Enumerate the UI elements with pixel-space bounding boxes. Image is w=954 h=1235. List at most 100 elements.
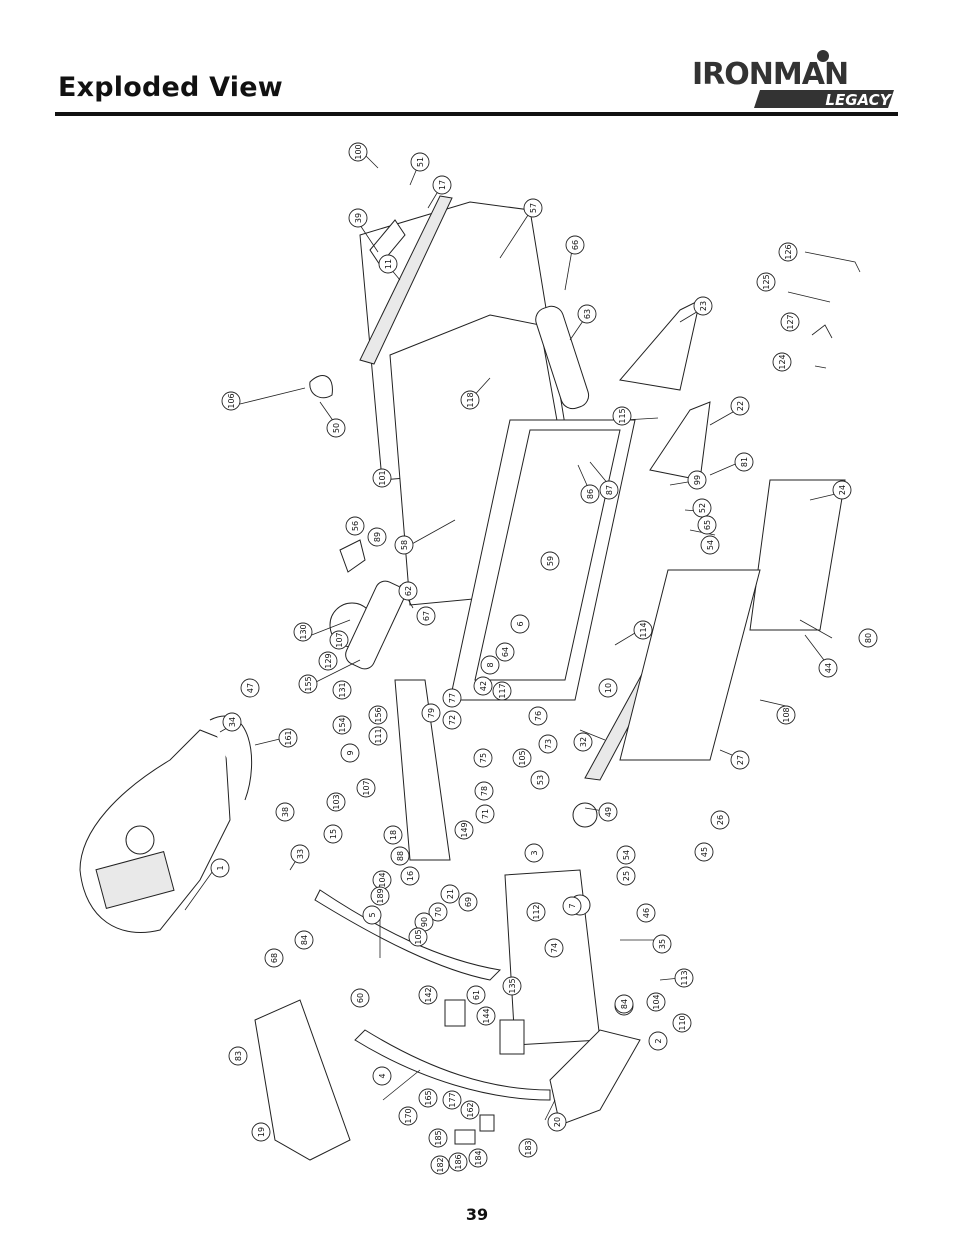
svg-text:3: 3 <box>530 850 539 855</box>
callout: 46 <box>636 903 656 923</box>
svg-text:117: 117 <box>498 683 507 698</box>
svg-text:46: 46 <box>642 908 651 918</box>
callout: 7 <box>562 896 582 916</box>
svg-text:79: 79 <box>427 708 436 718</box>
callout: 26 <box>710 810 730 830</box>
svg-text:56: 56 <box>351 521 360 531</box>
svg-text:57: 57 <box>529 203 538 213</box>
svg-text:71: 71 <box>481 809 490 819</box>
callout: 149 <box>454 820 474 840</box>
callout: 106 <box>221 391 241 411</box>
svg-text:70: 70 <box>434 907 443 917</box>
callout: 72 <box>442 710 462 730</box>
callout: 10 <box>598 678 618 698</box>
svg-text:99: 99 <box>693 475 702 485</box>
callout: 79 <box>421 703 441 723</box>
callout: 61 <box>466 985 486 1005</box>
page-title: Exploded View <box>58 72 283 103</box>
callout: 170 <box>398 1106 418 1126</box>
callout: 51 <box>410 152 430 172</box>
svg-text:47: 47 <box>246 683 255 693</box>
callout: 25 <box>616 866 636 886</box>
svg-text:17: 17 <box>438 180 447 190</box>
callout: 19 <box>251 1122 271 1142</box>
callout: 6 <box>510 614 530 634</box>
callout: 185 <box>428 1128 448 1148</box>
callout: 186 <box>448 1152 468 1172</box>
svg-text:5: 5 <box>368 912 377 917</box>
svg-text:67: 67 <box>422 611 431 621</box>
svg-text:170: 170 <box>404 1108 413 1123</box>
svg-text:112: 112 <box>532 904 541 919</box>
callout: 67 <box>416 606 436 626</box>
svg-text:59: 59 <box>546 556 555 566</box>
svg-text:156: 156 <box>374 707 383 722</box>
exploded-view-diagram: 100 51 17 57 39 11 66 63 23 106 50 118 1… <box>79 142 878 1175</box>
svg-text:66: 66 <box>571 240 580 250</box>
callout: 135 <box>502 976 522 996</box>
svg-text:111: 111 <box>374 728 383 743</box>
svg-text:68: 68 <box>270 953 279 963</box>
callout: 103 <box>326 792 346 812</box>
svg-text:2: 2 <box>654 1038 663 1043</box>
svg-text:144: 144 <box>482 1008 491 1023</box>
callout: 56 <box>345 516 365 536</box>
callout: 89 <box>367 527 387 547</box>
callout: 68 <box>264 948 284 968</box>
callout: 156 <box>368 705 388 725</box>
callout: 66 <box>565 235 585 255</box>
svg-text:185: 185 <box>434 1130 443 1145</box>
svg-text:165: 165 <box>424 1090 433 1105</box>
callout: 44 <box>818 658 838 678</box>
callout: 80 <box>858 628 878 648</box>
callout: 52 <box>692 498 712 518</box>
svg-text:129: 129 <box>324 653 333 668</box>
svg-text:162: 162 <box>466 1102 475 1117</box>
svg-text:61: 61 <box>472 990 481 1000</box>
svg-text:104: 104 <box>378 872 387 887</box>
svg-text:7: 7 <box>568 903 577 908</box>
svg-text:182: 182 <box>436 1157 445 1172</box>
callout: 99 <box>687 470 707 490</box>
callout: 182 <box>430 1155 450 1175</box>
callout: 53 <box>530 770 550 790</box>
callout: 17 <box>432 175 452 195</box>
callout: 113 <box>674 968 694 988</box>
callout: 111 <box>368 726 388 746</box>
svg-text:131: 131 <box>338 682 347 697</box>
svg-text:51: 51 <box>416 157 425 167</box>
ironman-legacy-logo: IRONMAN LEGACY <box>692 50 894 109</box>
svg-text:18: 18 <box>389 830 398 840</box>
svg-text:9: 9 <box>346 750 355 755</box>
callout: 21 <box>440 884 460 904</box>
svg-text:101: 101 <box>378 470 387 485</box>
callout: 34 <box>222 712 242 732</box>
svg-text:114: 114 <box>639 622 648 637</box>
svg-text:186: 186 <box>454 1154 463 1169</box>
svg-text:45: 45 <box>700 847 709 857</box>
callout: 76 <box>528 706 548 726</box>
callout: 84 <box>294 930 314 950</box>
callout: 2 <box>648 1031 668 1051</box>
callout: 54 <box>616 845 636 865</box>
svg-text:6: 6 <box>516 621 525 626</box>
callout: 69 <box>458 892 478 912</box>
callout: 42 <box>473 676 493 696</box>
callout: 129 <box>318 651 338 671</box>
svg-text:25: 25 <box>622 871 631 881</box>
callout: 15 <box>323 824 343 844</box>
callout: 18 <box>383 825 403 845</box>
callout: 9 <box>340 743 360 763</box>
callout: 78 <box>474 781 494 801</box>
brand-sub: LEGACY <box>825 91 892 109</box>
callout: 177 <box>442 1090 462 1110</box>
svg-text:161: 161 <box>284 730 293 745</box>
svg-text:1: 1 <box>216 865 225 870</box>
callout: 22 <box>730 396 750 416</box>
svg-text:127: 127 <box>786 314 795 329</box>
svg-text:110: 110 <box>678 1015 687 1030</box>
callout: 101 <box>372 468 392 488</box>
svg-text:76: 76 <box>534 711 543 721</box>
page-number: 39 <box>465 1205 489 1224</box>
callout: 84 <box>614 994 634 1014</box>
